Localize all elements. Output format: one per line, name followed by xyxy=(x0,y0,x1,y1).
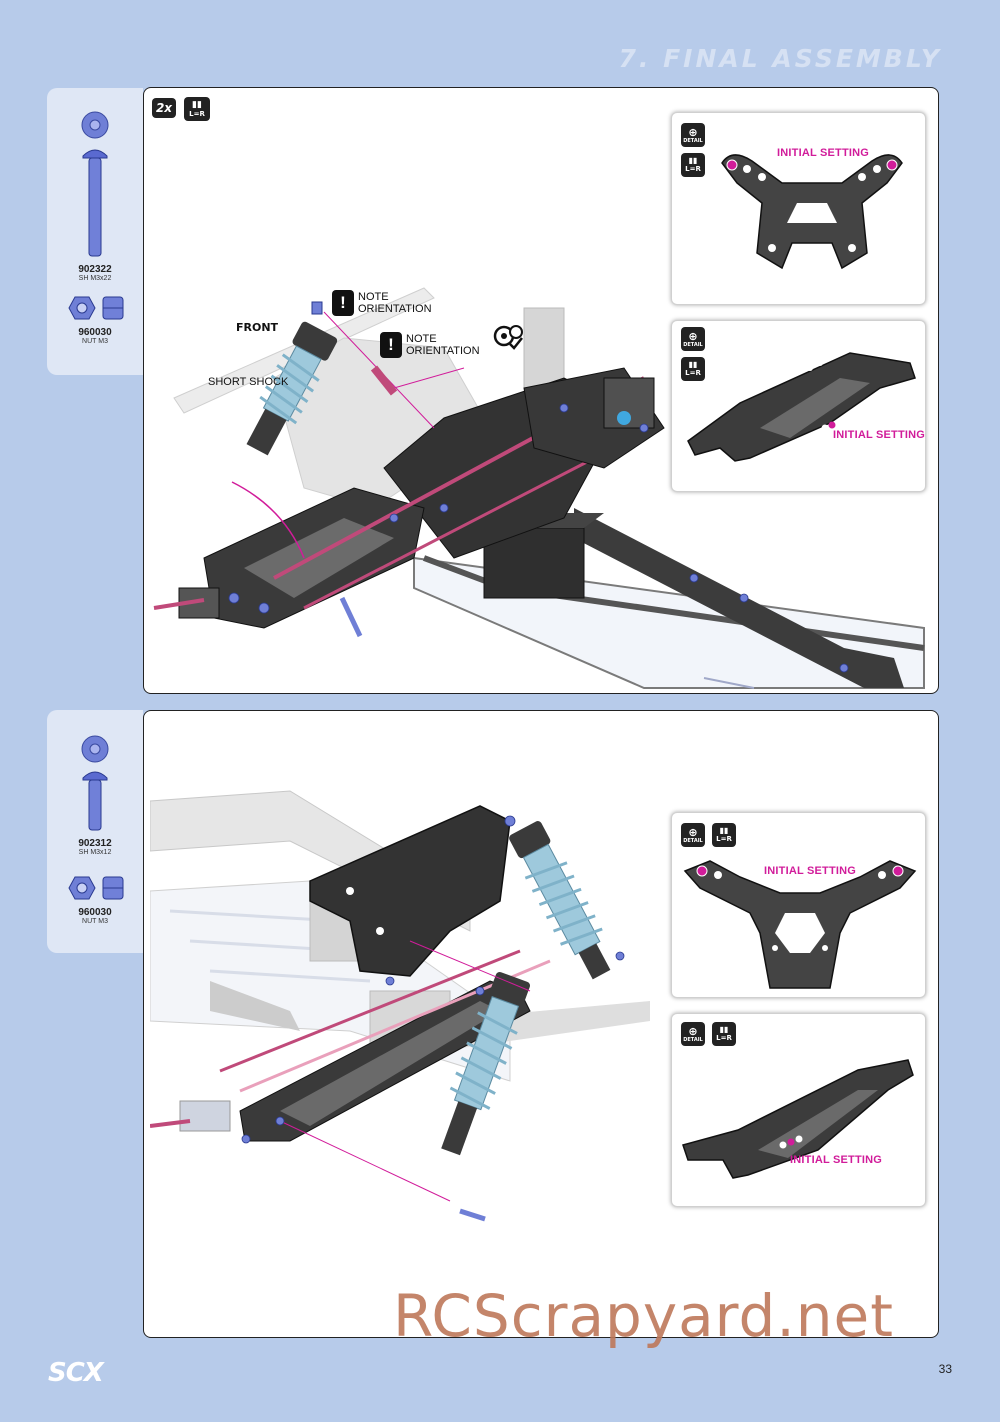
step2-panel: ⊕ DETAIL ▮▮ L=R INITIAL SETTING ⊕ DETAIL… xyxy=(143,710,939,1338)
gear-check-icon xyxy=(493,325,523,350)
detail-shock-tower: ⊕ DETAIL ▮▮ L=R INITIAL SETTING xyxy=(671,112,926,305)
detail-zoom-icon: ⊕ DETAIL xyxy=(681,823,705,847)
short-shock-label: SHORT SHOCK xyxy=(208,376,289,388)
lr-symmetric-icon: ▮▮ L=R xyxy=(712,823,736,847)
step1-panel: 2x ▮▮ L=R xyxy=(143,87,939,694)
lr-label: L=R xyxy=(685,165,701,173)
note-orientation-label: NOTE ORIENTATION xyxy=(358,291,432,315)
nut-icon xyxy=(68,876,124,900)
note-icon: ! xyxy=(332,290,354,316)
lr-label: L=R xyxy=(716,835,732,843)
detail-badge-label: DETAIL xyxy=(683,1036,703,1043)
initial-setting-callout: INITIAL SETTING xyxy=(764,865,857,877)
part-code: 960030 xyxy=(78,907,112,918)
quantity-badge: 2x xyxy=(152,98,176,118)
lr-hands-glyph: ▮▮ xyxy=(688,156,698,165)
screw-head-icon xyxy=(81,111,109,139)
lr-hands-glyph: ▮▮ xyxy=(192,99,202,110)
part-desc: NUT M3 xyxy=(82,338,108,345)
lr-label: L=R xyxy=(685,369,701,377)
initial-setting-callout: INITIAL SETTING xyxy=(790,1154,883,1166)
parts-tab-step2: 902312 SH M3x12 960030 NUT M3 xyxy=(47,710,143,953)
detail-badge-label: DETAIL xyxy=(683,837,703,844)
detail-rear-shock-tower: ⊕ DETAIL ▮▮ L=R INITIAL SETTING xyxy=(671,812,926,998)
lr-label: L=R xyxy=(189,109,205,118)
rear-shock-tower-illustration xyxy=(683,860,917,989)
detail-zoom-icon: ⊕ DETAIL xyxy=(681,327,705,351)
shock-tower-illustration xyxy=(721,154,903,270)
nut-icon xyxy=(68,296,124,320)
magnifier-glyph: ⊕ xyxy=(688,1024,698,1038)
detail-lower-arm: ⊕ DETAIL ▮▮ L=R INITIAL SETTING xyxy=(671,320,926,492)
chassis-front-illustration xyxy=(153,287,925,689)
parts-tab-step1: 902322 SH M3x22 960030 NUT M3 xyxy=(47,88,143,375)
initial-setting-callout: INITIAL SETTING xyxy=(777,147,870,159)
screw-head-icon xyxy=(81,735,109,763)
scx-logo: SCX xyxy=(48,1358,104,1388)
part-screw-m3x22: 902322 SH M3x22 xyxy=(47,110,143,283)
detail-zoom-icon: ⊕ DETAIL xyxy=(681,123,705,147)
part-desc: SH M3x12 xyxy=(78,849,112,856)
lr-hands-glyph: ▮▮ xyxy=(719,826,729,835)
part-screw-m3x12: 902312 SH M3x12 xyxy=(47,734,143,857)
part-desc: SH M3x22 xyxy=(78,275,112,282)
lr-label: L=R xyxy=(716,1034,732,1042)
lr-symmetric-icon: ▮▮ L=R xyxy=(712,1022,736,1046)
lr-symmetric-icon: ▮▮ L=R xyxy=(681,357,705,381)
front-label: FRONT xyxy=(236,321,279,334)
detail-zoom-icon: ⊕ DETAIL xyxy=(681,1022,705,1046)
detail-badge-label: DETAIL xyxy=(683,341,703,348)
part-nut-m3: 960030 NUT M3 xyxy=(47,293,143,346)
detail-rear-lower-arm: ⊕ DETAIL ▮▮ L=R INITIAL SETTING xyxy=(671,1013,926,1207)
part-code: 902312 xyxy=(78,838,112,849)
lower-arm-illustration xyxy=(687,352,916,462)
chassis-rear-illustration xyxy=(150,790,650,1222)
lr-hands-glyph: ▮▮ xyxy=(688,360,698,369)
lr-symmetric-icon: ▮▮ L=R xyxy=(184,97,210,121)
part-desc: NUT M3 xyxy=(82,918,108,925)
initial-setting-callout: INITIAL SETTING xyxy=(833,429,926,441)
magnifier-glyph: ⊕ xyxy=(688,825,698,839)
screw-icon xyxy=(82,771,108,831)
magnifier-glyph: ⊕ xyxy=(688,125,698,139)
lr-symmetric-icon: ▮▮ L=R xyxy=(681,153,705,177)
section-title: 7. FINAL ASSEMBLY xyxy=(618,44,942,73)
detail-badge-label: DETAIL xyxy=(683,137,703,144)
page-number: 33 xyxy=(938,1362,952,1376)
part-code: 902322 xyxy=(78,264,112,275)
screw-icon xyxy=(82,149,108,257)
watermark: RCScrapyard.net xyxy=(393,1282,894,1350)
note-orientation-label: NOTE ORIENTATION xyxy=(406,333,480,357)
lr-hands-glyph: ▮▮ xyxy=(719,1025,729,1034)
rear-lower-arm-illustration xyxy=(682,1059,914,1179)
part-nut-m3: 960030 NUT M3 xyxy=(47,873,143,926)
note-icon: ! xyxy=(380,332,402,358)
part-code: 960030 xyxy=(78,327,112,338)
magnifier-glyph: ⊕ xyxy=(688,329,698,343)
